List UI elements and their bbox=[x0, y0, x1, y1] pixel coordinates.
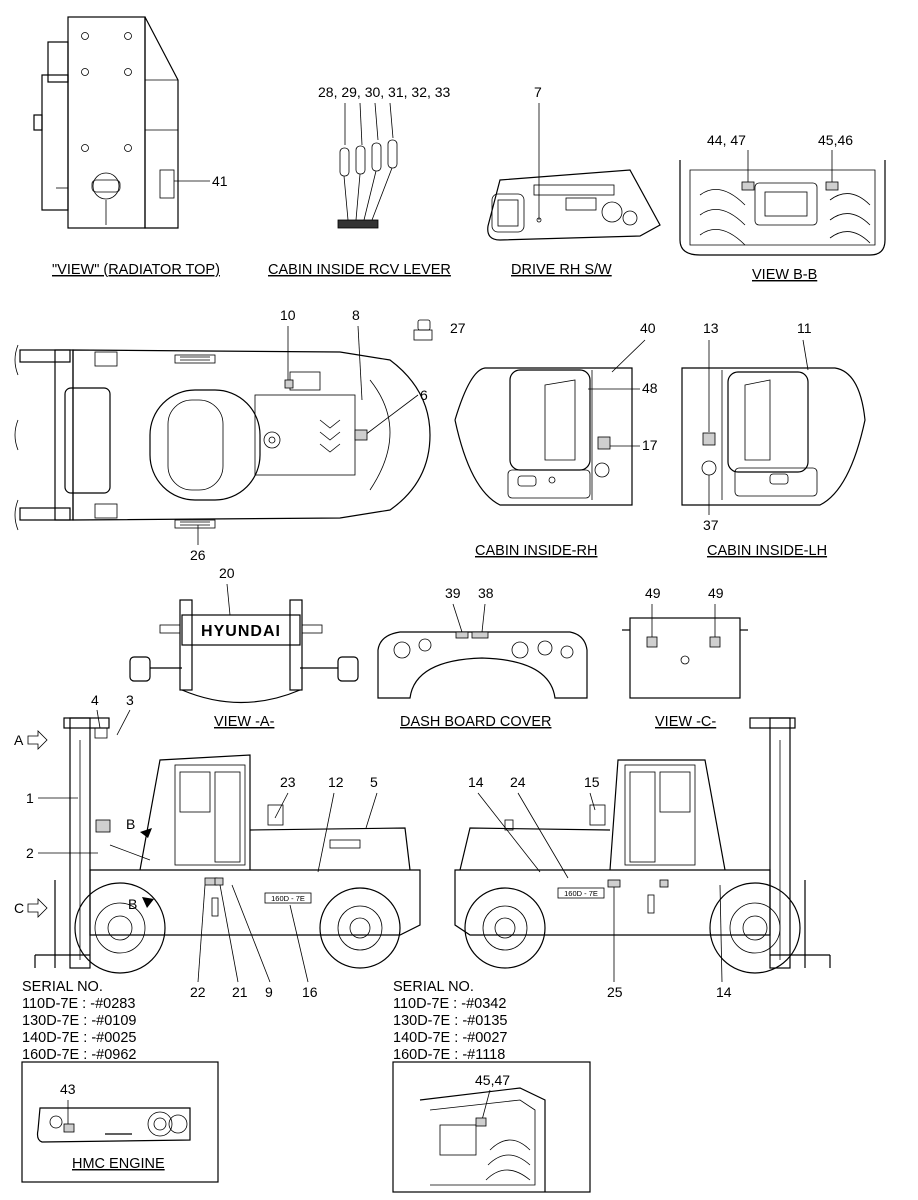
callout-49-left: 49 bbox=[645, 585, 661, 601]
drive-rh-switch-view: 7 DRIVE RH S/W bbox=[487, 84, 661, 278]
callout-25: 25 bbox=[607, 984, 623, 1000]
view-arrow-c: C bbox=[14, 900, 24, 916]
callout-28-33: 28, 29, 30, 31, 32, 33 bbox=[318, 84, 451, 100]
callout-45-47: 45,47 bbox=[475, 1072, 510, 1088]
callout-27: 27 bbox=[450, 320, 466, 336]
caption-cabin-inside-rh: CABIN INSIDE-RH bbox=[475, 543, 597, 559]
callout-5: 5 bbox=[370, 774, 378, 790]
callout-13: 13 bbox=[703, 320, 719, 336]
caption-radiator-top: "VIEW" (RADIATOR TOP) bbox=[52, 262, 220, 278]
view-arrow-b-upper: B bbox=[126, 816, 135, 832]
callout-12: 12 bbox=[328, 774, 344, 790]
callout-21: 21 bbox=[232, 984, 248, 1000]
callout-16: 16 bbox=[302, 984, 318, 1000]
serial-left-line-2: 130D-7E : -#0109 bbox=[22, 1013, 136, 1029]
caption-rcv-lever: CABIN INSIDE RCV LEVER bbox=[268, 262, 451, 278]
view-a: 20 HYUNDAI VIEW -A- bbox=[129, 565, 359, 730]
callout-3: 3 bbox=[126, 692, 134, 708]
radiator-top-view: 41 "VIEW" (RADIATOR TOP) bbox=[33, 16, 228, 278]
callout-9: 9 bbox=[265, 984, 273, 1000]
callout-11: 11 bbox=[797, 320, 812, 336]
callout-14-lower: 14 bbox=[716, 984, 732, 1000]
brand-hyundai: HYUNDAI bbox=[201, 623, 281, 640]
callout-20: 20 bbox=[219, 565, 235, 581]
callout-45-46: 45,46 bbox=[818, 132, 853, 148]
caption-drive-rh-sw: DRIVE RH S/W bbox=[511, 262, 612, 278]
callout-26: 26 bbox=[190, 547, 206, 563]
hmc-engine-box: 43 HMC ENGINE bbox=[21, 1061, 219, 1183]
cabin-inside-rh-view: 40 48 17 CABIN INSIDE-RH bbox=[454, 320, 658, 559]
callout-14-upper: 14 bbox=[468, 774, 484, 790]
callout-1: 1 bbox=[26, 790, 34, 806]
callout-40: 40 bbox=[640, 320, 656, 336]
serial-left-line-3: 140D-7E : -#0025 bbox=[22, 1030, 136, 1046]
serial-right-line-2: 130D-7E : -#0135 bbox=[393, 1013, 507, 1029]
callout-17: 17 bbox=[642, 437, 658, 453]
top-plan-view: 10 8 27 6 26 bbox=[14, 307, 466, 563]
serial-right-line-3: 140D-7E : -#0027 bbox=[393, 1030, 507, 1046]
dash-board-cover-view: 39 38 DASH BOARD COVER bbox=[377, 585, 588, 730]
callout-23: 23 bbox=[280, 774, 296, 790]
callout-37: 37 bbox=[703, 517, 719, 533]
callout-24: 24 bbox=[510, 774, 526, 790]
serial-left-title: SERIAL NO. bbox=[22, 979, 103, 995]
callout-2: 2 bbox=[26, 845, 34, 861]
serial-left-line-4: 160D-7E : -#0962 bbox=[22, 1047, 136, 1063]
callout-44-47: 44, 47 bbox=[707, 132, 746, 148]
callout-39: 39 bbox=[445, 585, 461, 601]
callout-22: 22 bbox=[190, 984, 206, 1000]
callout-10: 10 bbox=[280, 307, 296, 323]
model-plate-left: 160D - 7E bbox=[271, 894, 305, 903]
serial-block-left: SERIAL NO. 110D-7E : -#0283 130D-7E : -#… bbox=[22, 979, 136, 1063]
callout-43: 43 bbox=[60, 1081, 76, 1097]
view-b-b: 44, 47 45,46 VIEW B-B bbox=[679, 132, 886, 283]
forklift-left-side-view: 4 3 1 2 23 12 5 22 21 9 16 A C B B bbox=[14, 692, 421, 1000]
callout-8: 8 bbox=[352, 307, 360, 323]
serial-right-line-1: 110D-7E : -#0342 bbox=[393, 996, 506, 1012]
callout-48: 48 bbox=[642, 380, 658, 396]
callout-38: 38 bbox=[478, 585, 494, 601]
serial-left-line-1: 110D-7E : -#0283 bbox=[22, 996, 135, 1012]
caption-view-b-b: VIEW B-B bbox=[752, 267, 817, 283]
serial-right-title: SERIAL NO. bbox=[393, 979, 474, 995]
serial-right-line-4: 160D-7E : -#1118 bbox=[393, 1047, 505, 1063]
view-c: 49 49 VIEW -C- bbox=[622, 585, 748, 730]
view-arrow-a: A bbox=[14, 732, 24, 748]
caption-cabin-inside-lh: CABIN INSIDE-LH bbox=[707, 543, 827, 559]
rcv-lever-view: 28, 29, 30, 31, 32, 33 CABIN INSIDE RCV … bbox=[268, 84, 451, 278]
view-arrow-b-lower: B bbox=[128, 896, 137, 912]
callout-7: 7 bbox=[534, 84, 542, 100]
cabin-inside-lh-view: 13 11 37 CABIN INSIDE-LH bbox=[681, 320, 866, 559]
forklift-right-side-view: 14 24 15 25 14 160D - 7E bbox=[454, 717, 831, 1000]
cab-detail-box: 45,47 bbox=[392, 1061, 591, 1193]
caption-view-a: VIEW -A- bbox=[214, 714, 275, 730]
callout-41: 41 bbox=[212, 173, 228, 189]
caption-view-c: VIEW -C- bbox=[655, 714, 716, 730]
callout-6: 6 bbox=[420, 387, 428, 403]
model-plate-right: 160D - 7E bbox=[564, 889, 598, 898]
callout-15: 15 bbox=[584, 774, 600, 790]
callout-49-right: 49 bbox=[708, 585, 724, 601]
caption-hmc-engine: HMC ENGINE bbox=[72, 1156, 165, 1172]
serial-block-right: SERIAL NO. 110D-7E : -#0342 130D-7E : -#… bbox=[393, 979, 507, 1063]
callout-4: 4 bbox=[91, 692, 99, 708]
caption-dash-board-cover: DASH BOARD COVER bbox=[400, 714, 551, 730]
